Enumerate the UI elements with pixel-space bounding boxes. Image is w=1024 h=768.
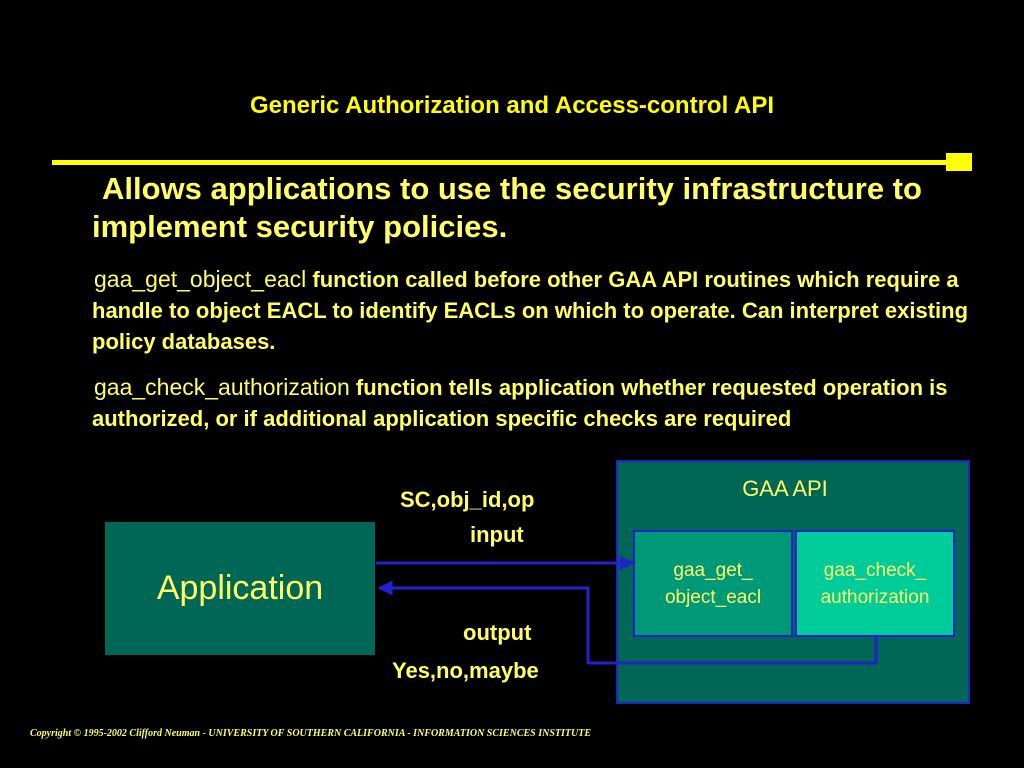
gaa-get-object-eacl-line2: object_eacl (664, 586, 762, 608)
slide-title: Generic Authorization and Access-control… (249, 92, 775, 119)
input-label: input (470, 522, 524, 547)
gaa-check-authorization-line1: gaa_check_ (823, 559, 927, 581)
output-label: output (463, 620, 532, 645)
bullet-3-function-name: gaa_check_authorization (94, 374, 350, 400)
bullet-1: Allows applications to use the security … (92, 170, 1002, 246)
gaa-api-label: GAA API (742, 476, 828, 501)
output-values-label: Yes,no,maybe (392, 658, 539, 683)
bullet-3-text: function tells application whether reque… (92, 375, 948, 431)
output-arrow (377, 580, 878, 665)
gaa-get-object-eacl-line1: gaa_get_ (673, 559, 753, 581)
gaa-get-object-eacl-box: gaa_get_ object_eacl (633, 530, 793, 637)
input-params-label: SC,obj_id,op (400, 487, 535, 512)
copyright-footer: Copyright © 1995-2002 Clifford Neuman - … (30, 728, 592, 739)
application-label: Application (156, 569, 324, 607)
gaa-check-authorization-box: gaa_check_ authorization (795, 530, 955, 637)
title-rule (52, 160, 948, 165)
bullet-3: gaa_check_authorization function tells a… (92, 372, 1002, 434)
application-box: Application (105, 522, 375, 655)
title-rule-end (946, 153, 972, 171)
bullet-2-text: function called before other GAA API rou… (92, 267, 969, 354)
bullet-1-text: Allows applications to use the security … (92, 171, 922, 244)
bullet-2: gaa_get_object_eacl function called befo… (92, 264, 1002, 357)
gaa-check-authorization-line2: authorization (820, 586, 930, 608)
bullet-2-function-name: gaa_get_object_eacl (94, 266, 307, 292)
